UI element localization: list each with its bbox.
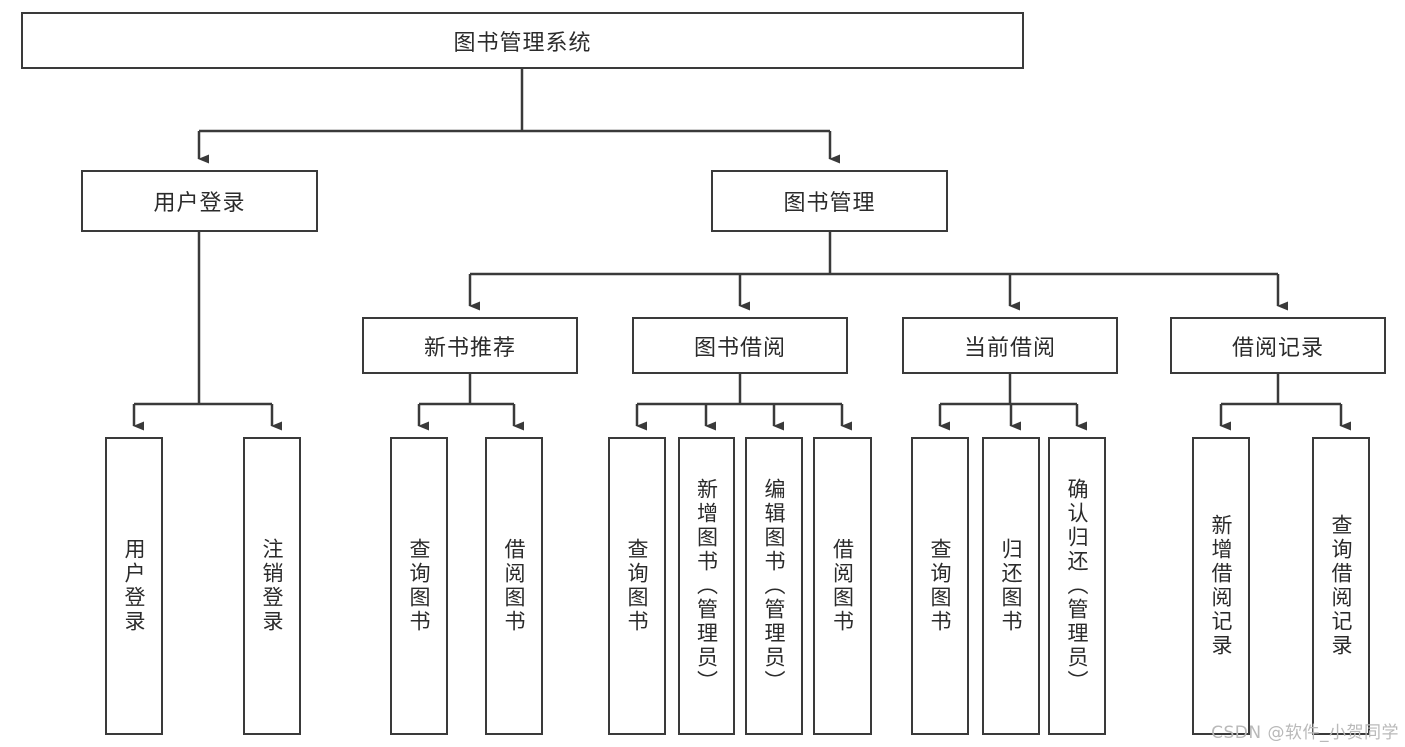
leaf-add-borrow-record[interactable]: 新增借阅记录 bbox=[1192, 437, 1250, 735]
node-label: 查询图书 bbox=[625, 538, 650, 634]
node-label: 图书管理 bbox=[783, 191, 876, 216]
node-borrow-records[interactable]: 借阅记录 bbox=[1170, 317, 1386, 374]
node-label: 归还图书 bbox=[999, 538, 1024, 634]
node-label: 图书借阅 bbox=[693, 335, 786, 361]
node-label: 注销登录 bbox=[260, 538, 285, 634]
node-label: 确认归还（管理员） bbox=[1065, 478, 1090, 694]
node-label: 用户登录 bbox=[153, 191, 246, 216]
node-label: 借阅图书 bbox=[502, 538, 527, 634]
node-book-management[interactable]: 图书管理 bbox=[711, 170, 948, 232]
node-label: 新增借阅记录 bbox=[1209, 514, 1234, 658]
node-label: 当前借阅 bbox=[963, 335, 1056, 361]
node-user-login[interactable]: 用户登录 bbox=[81, 170, 318, 232]
leaf-edit-book-admin[interactable]: 编辑图书（管理员） bbox=[745, 437, 803, 735]
node-label: 新增图书（管理员） bbox=[694, 478, 719, 694]
node-label: 新书推荐 bbox=[423, 335, 516, 361]
node-label: 用户登录 bbox=[122, 538, 147, 634]
node-current-borrow[interactable]: 当前借阅 bbox=[902, 317, 1118, 374]
leaf-confirm-return-admin[interactable]: 确认归还（管理员） bbox=[1048, 437, 1106, 735]
leaf-add-book-admin[interactable]: 新增图书（管理员） bbox=[678, 437, 735, 735]
leaf-return-book[interactable]: 归还图书 bbox=[982, 437, 1040, 735]
watermark: CSDN @软件_小贺同学 bbox=[1211, 723, 1399, 743]
leaf-query-borrow-record[interactable]: 查询借阅记录 bbox=[1312, 437, 1370, 735]
leaf-borrow-book-recommend[interactable]: 借阅图书 bbox=[485, 437, 543, 735]
node-label: 查询借阅记录 bbox=[1329, 514, 1354, 658]
leaf-query-book-recommend[interactable]: 查询图书 bbox=[390, 437, 448, 735]
node-root[interactable]: 图书管理系统 bbox=[21, 12, 1024, 69]
node-label: 查询图书 bbox=[928, 538, 953, 634]
leaf-query-book-current[interactable]: 查询图书 bbox=[911, 437, 969, 735]
node-label: 编辑图书（管理员） bbox=[762, 478, 787, 694]
leaf-borrow-book[interactable]: 借阅图书 bbox=[813, 437, 872, 735]
leaf-logout[interactable]: 注销登录 bbox=[243, 437, 301, 735]
node-label: 图书管理系统 bbox=[453, 30, 592, 56]
node-new-book-recommend[interactable]: 新书推荐 bbox=[362, 317, 578, 374]
node-book-borrow[interactable]: 图书借阅 bbox=[632, 317, 848, 374]
node-label: 借阅图书 bbox=[830, 538, 855, 634]
leaf-user-login[interactable]: 用户登录 bbox=[105, 437, 163, 735]
node-label: 查询图书 bbox=[407, 538, 432, 634]
node-label: 借阅记录 bbox=[1231, 335, 1324, 361]
leaf-query-book-borrow[interactable]: 查询图书 bbox=[608, 437, 666, 735]
